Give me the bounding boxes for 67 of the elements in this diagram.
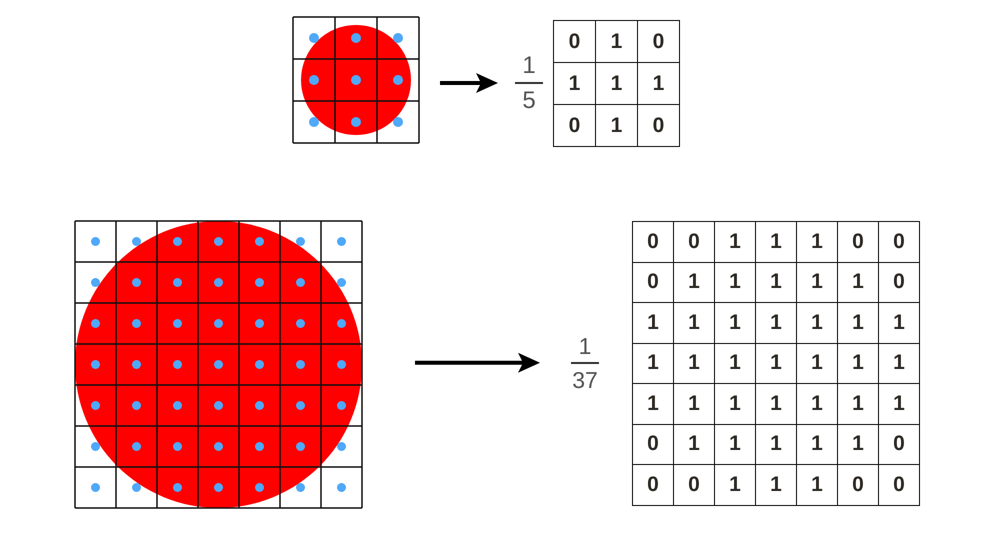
matrix-cell: 0 [878, 464, 920, 505]
fraction-denominator: 5 [522, 89, 536, 113]
arrow [415, 352, 540, 373]
matrix-cell: 1 [674, 343, 714, 384]
matrix-cell: 1 [714, 464, 756, 505]
matrix-cell: 1 [756, 384, 796, 424]
matrix-cell: 1 [674, 262, 714, 302]
matrix-cell: 1 [838, 302, 878, 343]
matrix-cell: 0 [632, 222, 674, 262]
matrix-cell: 1 [554, 62, 596, 104]
matrix-cell: 1 [878, 343, 920, 384]
matrix-cell: 0 [878, 424, 920, 464]
matrix-cell: 1 [632, 343, 674, 384]
matrix-cell: 1 [756, 222, 796, 262]
matrix-cell: 1 [838, 384, 878, 424]
matrix-cell: 1 [714, 384, 756, 424]
matrix-cell: 0 [878, 262, 920, 302]
matrix-cell: 1 [838, 424, 878, 464]
matrix-cell: 1 [796, 343, 838, 384]
kernel-matrix [553, 20, 680, 147]
matrix-cell: 1 [756, 302, 796, 343]
matrix-cell: 0 [838, 222, 878, 262]
matrix-cell: 1 [796, 384, 838, 424]
matrix-cell: 1 [756, 262, 796, 302]
matrix-cell: 1 [596, 62, 638, 104]
matrix-cell: 0 [674, 464, 714, 505]
matrix-cell: 0 [838, 464, 878, 505]
matrix-cell: 1 [596, 104, 638, 146]
matrix-cell: 1 [674, 424, 714, 464]
matrix-cell: 0 [632, 262, 674, 302]
matrix-cell: 0 [674, 222, 714, 262]
matrix-cell: 1 [796, 302, 838, 343]
matrix-cell: 0 [632, 464, 674, 505]
fraction-numerator: 1 [578, 334, 592, 358]
matrix-cell: 1 [596, 20, 638, 62]
matrix-cell: 1 [796, 262, 838, 302]
matrix-cell: 1 [714, 222, 756, 262]
matrix-cell: 1 [632, 302, 674, 343]
matrix-cell: 0 [554, 20, 596, 62]
matrix-cell: 1 [838, 343, 878, 384]
matrix-cell: 0 [554, 104, 596, 146]
matrix-cell: 1 [756, 464, 796, 505]
matrix-cell: 1 [714, 262, 756, 302]
matrix-cell: 1 [878, 384, 920, 424]
fraction-denominator: 37 [572, 368, 598, 392]
sampling-grid [292, 16, 420, 144]
matrix-cell: 0 [638, 20, 680, 62]
matrix-cell: 0 [632, 424, 674, 464]
matrix-cell: 1 [756, 343, 796, 384]
matrix-cell: 1 [878, 302, 920, 343]
matrix-cell: 0 [878, 222, 920, 262]
matrix-cell: 1 [674, 384, 714, 424]
kernel-matrix [632, 221, 920, 506]
matrix-cell: 1 [796, 424, 838, 464]
matrix-cell: 1 [632, 384, 674, 424]
matrix-cell: 1 [796, 464, 838, 505]
matrix-cell: 1 [756, 424, 796, 464]
matrix-cell: 0 [638, 104, 680, 146]
matrix-cell: 1 [714, 302, 756, 343]
fraction-numerator: 1 [522, 54, 536, 78]
matrix-cell: 1 [638, 62, 680, 104]
matrix-cell: 1 [714, 424, 756, 464]
matrix-cell: 1 [838, 262, 878, 302]
matrix-cell: 1 [674, 302, 714, 343]
matrix-cell: 1 [796, 222, 838, 262]
arrow [440, 73, 498, 93]
matrix-cell: 1 [714, 343, 756, 384]
